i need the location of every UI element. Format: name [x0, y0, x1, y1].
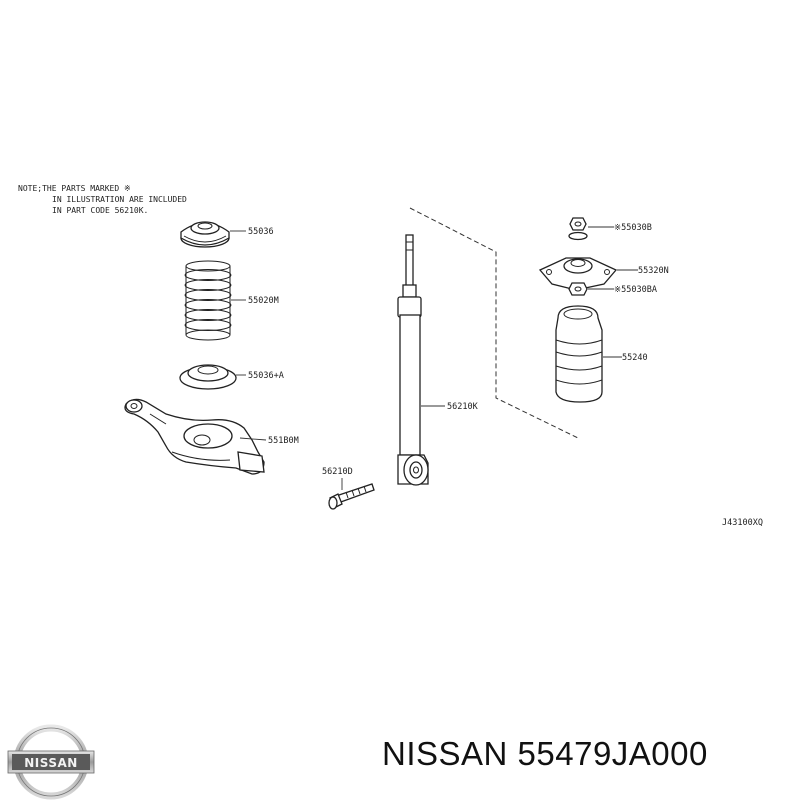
dust-boot: [555, 305, 603, 403]
logo-text: NISSAN: [24, 756, 78, 770]
mounting-bolt: [328, 483, 375, 510]
note-line-3: IN PART CODE 56210K.: [52, 206, 148, 215]
coil-spring: [184, 260, 232, 341]
label-55320n: 55320N: [638, 266, 669, 276]
shock-absorber: [397, 234, 429, 486]
dashed-guide-line: [409, 207, 579, 439]
upper-spring-seat: [180, 221, 230, 248]
label-55030ba: ※55030BA: [614, 285, 657, 295]
label-55030b: ※55030B: [614, 223, 652, 233]
label-56210k: 56210K: [447, 402, 479, 412]
upper-mount: [538, 257, 618, 291]
label-55020m: 55020M: [248, 296, 279, 306]
upper-nut: [568, 217, 588, 241]
diagram-code: J43100XQ: [722, 518, 763, 528]
lower-spring-seat: [179, 364, 237, 390]
nissan-logo: NISSAN: [7, 724, 95, 800]
lower-nut: [568, 282, 588, 296]
label-55240: 55240: [622, 353, 648, 363]
note-block: NOTE;THE PARTS MARKED ※ IN ILLUSTRATION …: [18, 184, 187, 215]
lower-control-arm: [124, 398, 265, 475]
note-line-2: IN ILLUSTRATION ARE INCLUDED: [52, 195, 187, 204]
label-55036a: 55036+A: [248, 371, 284, 381]
label-55036: 55036: [248, 227, 274, 237]
note-line-1: NOTE;THE PARTS MARKED ※: [18, 184, 131, 193]
part-title: NISSAN 55479JA000: [382, 735, 708, 772]
label-551b0m: 551B0M: [268, 436, 299, 446]
label-56210d: 56210D: [322, 467, 353, 477]
